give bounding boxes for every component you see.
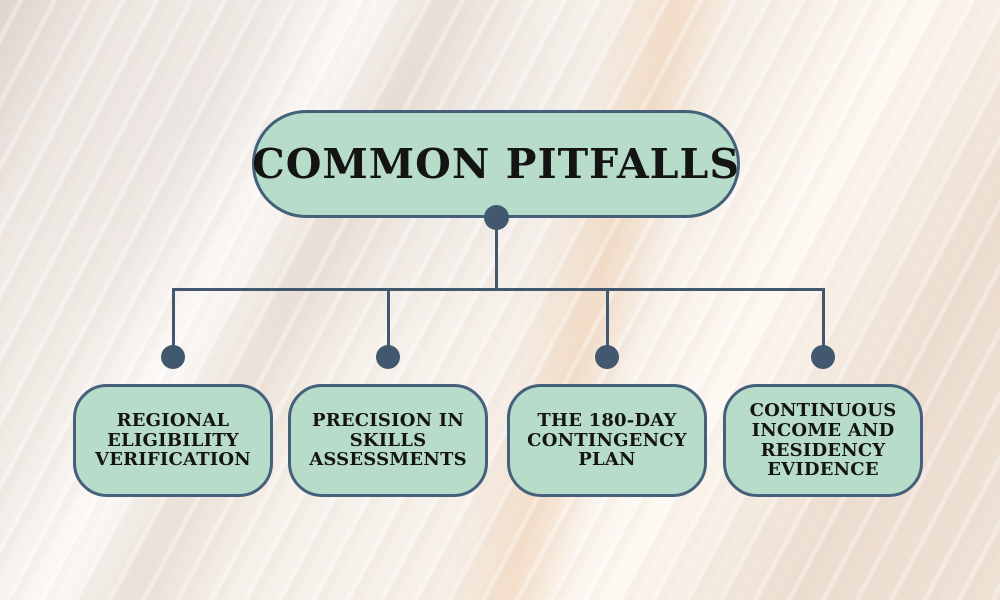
pitfall-node-label: REGIONAL ELIGIBILITY VERIFICATION [95, 409, 251, 471]
pitfall-node-regional-eligibility: REGIONAL ELIGIBILITY VERIFICATION [73, 384, 273, 497]
pitfall-node-label: CONTINUOUS INCOME AND RESIDENCY EVIDENCE [749, 399, 897, 481]
pitfall-node-label: PRECISION IN SKILLS ASSESSMENTS [309, 409, 467, 471]
connector-drop-line-4 [821, 290, 825, 352]
connector-dot-1 [161, 345, 185, 369]
pitfall-node-income-residency: CONTINUOUS INCOME AND RESIDENCY EVIDENCE [723, 384, 923, 497]
pitfall-node-contingency-plan: THE 180-DAY CONTINGENCY PLAN [507, 384, 707, 497]
connector-trunk-line [494, 216, 498, 290]
connector-dot-4 [811, 345, 835, 369]
root-node: COMMON PITFALLS [252, 110, 740, 218]
connector-dot-2 [376, 345, 400, 369]
connector-crossbar-line [171, 288, 825, 291]
connector-drop-line-1 [171, 290, 175, 352]
pitfall-node-label: THE 180-DAY CONTINGENCY PLAN [527, 409, 687, 471]
connector-dot-3 [595, 345, 619, 369]
connector-drop-line-2 [386, 290, 390, 352]
pitfall-node-skills-assessments: PRECISION IN SKILLS ASSESSMENTS [288, 384, 488, 497]
diagram-title: COMMON PITFALLS [252, 139, 740, 188]
connector-drop-line-3 [605, 290, 609, 352]
